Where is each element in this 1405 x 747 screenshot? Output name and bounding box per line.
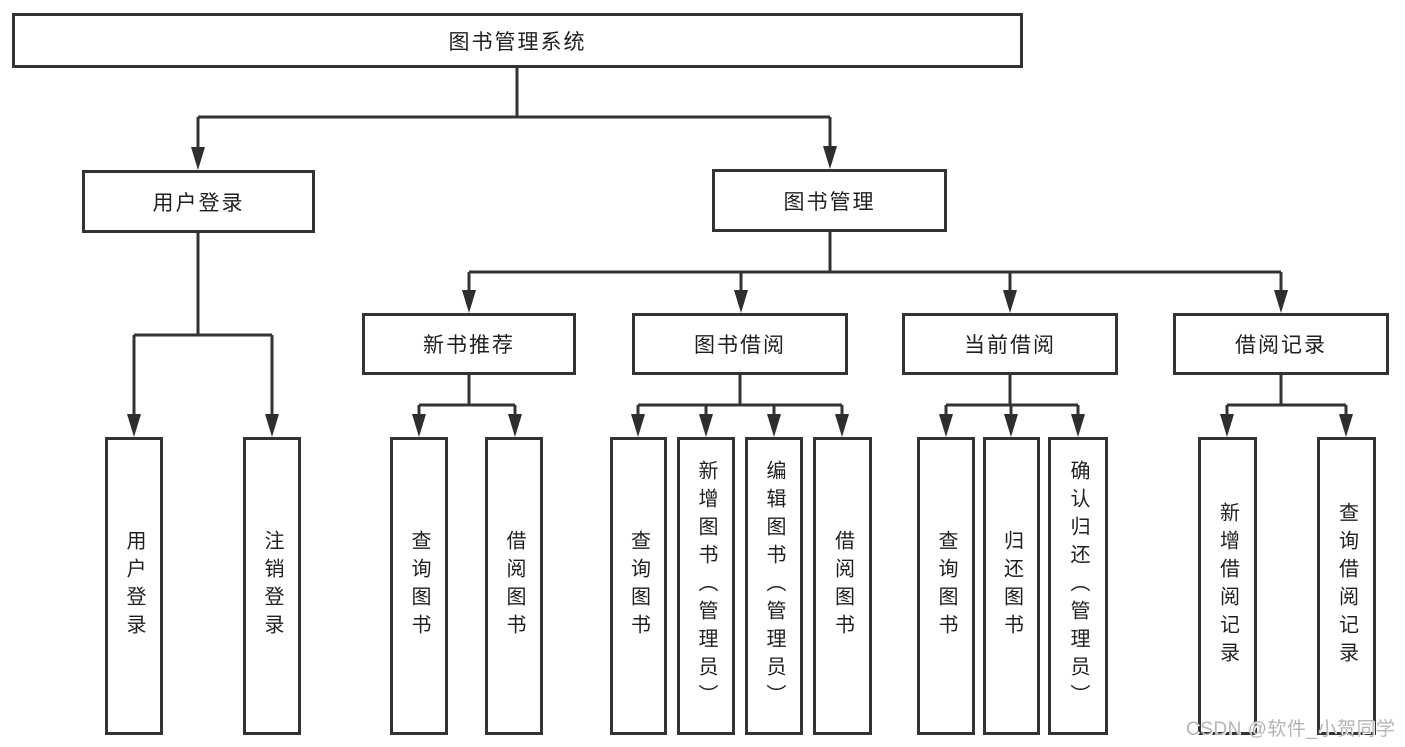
arrowhead (1220, 414, 1234, 437)
node-label: 用户登录 (152, 191, 245, 215)
leaf-edit-book-admin: 编辑图书（管理员） (745, 437, 803, 735)
arrowhead (823, 146, 837, 169)
connector-new-book-rec-split (417, 375, 517, 420)
connector-current-borrow-split (944, 375, 1080, 420)
node-root: 图书管理系统 (12, 13, 1023, 68)
node-label: 当前借阅 (964, 334, 1056, 357)
node-label: 查询图书 (935, 530, 957, 642)
watermark: CSDN @软件_小贺同学 (1186, 719, 1396, 740)
node-label: 图书管理系统 (448, 30, 587, 54)
leaf-return-book: 归还图书 (983, 437, 1040, 735)
leaf-borrow-books-2: 借阅图书 (813, 437, 872, 735)
node-label: 图书管理 (783, 190, 876, 214)
arrowhead (1339, 414, 1353, 437)
leaf-add-book-admin: 新增图书（管理员） (677, 437, 735, 735)
arrowhead (265, 414, 279, 437)
node-label: 图书借阅 (694, 334, 786, 357)
node-label: 注销登录 (261, 530, 283, 642)
node-label: 确认归还（管理员） (1067, 460, 1089, 712)
node-label: 归还图书 (1000, 530, 1023, 642)
node-label: 借阅图书 (831, 530, 854, 642)
leaf-logout: 注销登录 (243, 437, 301, 735)
arrowhead (508, 414, 522, 437)
connector-borrow-records-split (1225, 375, 1348, 420)
node-label: 编辑图书（管理员） (763, 460, 785, 712)
node-label: 借阅图书 (503, 530, 525, 642)
arrowhead (412, 414, 426, 437)
node-label: 查询借阅记录 (1335, 502, 1358, 670)
node-label: 用户登录 (123, 530, 145, 642)
node-label: 查询图书 (627, 530, 650, 642)
node-label: 新书推荐 (423, 334, 515, 357)
arrowhead (1071, 414, 1085, 437)
arrowhead (1004, 414, 1018, 437)
connector-user-login-split (132, 233, 274, 420)
arrowhead (734, 290, 748, 313)
leaf-add-borrow-record: 新增借阅记录 (1198, 437, 1257, 735)
node-book-borrow: 图书借阅 (632, 313, 848, 375)
arrowhead (127, 414, 141, 437)
node-label: 借阅记录 (1235, 334, 1327, 357)
arrowhead (835, 414, 849, 437)
node-label: 查询图书 (408, 530, 430, 642)
node-current-borrow: 当前借阅 (902, 313, 1118, 375)
node-user-login: 用户登录 (82, 170, 315, 233)
arrowhead (631, 414, 645, 437)
connector-book-mgmt-split (467, 232, 1283, 296)
arrowhead (191, 147, 205, 170)
node-label: 新增借阅记录 (1216, 502, 1239, 670)
node-new-book-recommend: 新书推荐 (362, 313, 576, 375)
leaf-confirm-return-admin: 确认归还（管理员） (1048, 437, 1108, 735)
arrowhead (1274, 290, 1288, 313)
arrowhead (767, 414, 781, 437)
node-book-management: 图书管理 (712, 169, 947, 232)
node-borrow-records: 借阅记录 (1173, 313, 1389, 375)
leaf-query-books-3: 查询图书 (917, 437, 975, 735)
leaf-borrow-books-1: 借阅图书 (485, 437, 543, 735)
leaf-user-login: 用户登录 (105, 437, 163, 735)
arrowhead (699, 414, 713, 437)
arrowhead (939, 414, 953, 437)
leaf-query-books-2: 查询图书 (610, 437, 667, 735)
arrowhead (1003, 290, 1017, 313)
arrowhead (462, 290, 476, 313)
leaf-query-borrow-record: 查询借阅记录 (1317, 437, 1376, 735)
connector-root-split (196, 68, 832, 153)
connector-book-borrow-split (636, 375, 844, 420)
leaf-query-books-1: 查询图书 (390, 437, 448, 735)
node-label: 新增图书（管理员） (695, 460, 717, 712)
